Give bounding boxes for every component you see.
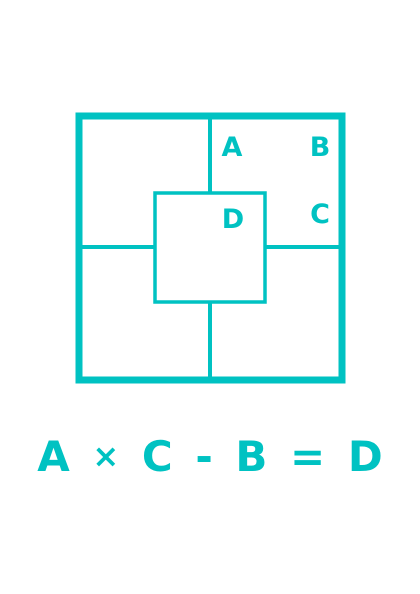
formula-operator-times: × bbox=[92, 437, 120, 475]
label-b: B bbox=[310, 132, 331, 163]
inner-square bbox=[153, 191, 267, 304]
label-a: A bbox=[222, 132, 243, 163]
formula-result: D bbox=[347, 432, 383, 481]
formula-term-3: B bbox=[235, 432, 268, 481]
formula-term-2: C bbox=[141, 432, 173, 481]
formula-operator-minus: - bbox=[195, 432, 213, 481]
formula: A × C - B = D bbox=[0, 428, 420, 485]
label-c: C bbox=[310, 199, 330, 230]
formula-operator-equals: = bbox=[290, 432, 326, 481]
formula-term-1: A bbox=[37, 432, 70, 481]
label-d: D bbox=[222, 204, 244, 235]
